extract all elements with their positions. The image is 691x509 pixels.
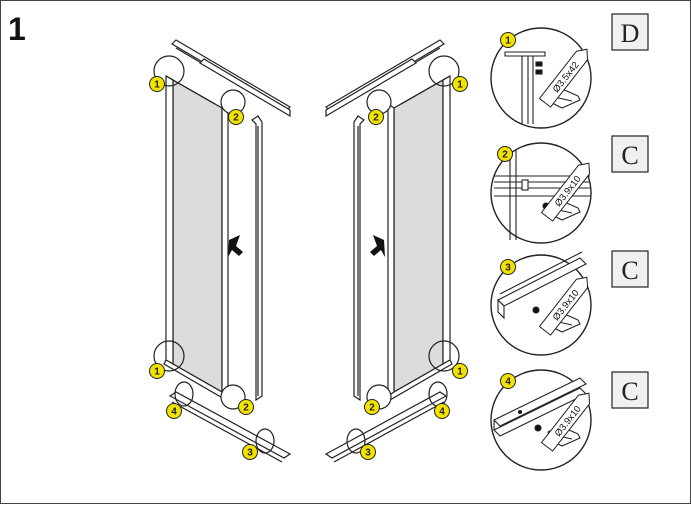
step-number: 1 bbox=[8, 11, 26, 47]
detail-2-number: 2 bbox=[502, 150, 508, 161]
detail-1-number: 1 bbox=[505, 36, 511, 47]
detail-4-number: 4 bbox=[505, 377, 511, 388]
callout-left-1-bottom: 1 bbox=[149, 363, 165, 379]
left-cabinet bbox=[163, 39, 292, 463]
svg-text:3: 3 bbox=[365, 448, 371, 459]
part-tag-1: D bbox=[621, 19, 640, 48]
svg-text:1: 1 bbox=[154, 80, 160, 91]
svg-text:1: 1 bbox=[457, 367, 463, 378]
callout-right-3: 3 bbox=[360, 444, 376, 460]
svg-text:1: 1 bbox=[154, 367, 160, 378]
callout-right-2-top: 2 bbox=[368, 109, 384, 125]
part-tag-3: C bbox=[621, 256, 638, 285]
detail-3-number: 3 bbox=[505, 263, 511, 274]
callout-right-1-bottom: 1 bbox=[452, 363, 468, 379]
svg-text:2: 2 bbox=[243, 403, 249, 414]
callout-right-4: 4 bbox=[434, 403, 450, 419]
callout-left-2-bottom: 2 bbox=[238, 399, 254, 415]
callout-left-2-top: 2 bbox=[228, 109, 244, 125]
detail-4: Ø3.9x10 4 C bbox=[490, 369, 649, 471]
cabinet-callouts: 1 2 1 2 4 3 1 2 1 2 4 3 bbox=[149, 76, 468, 460]
callout-left-3: 3 bbox=[242, 444, 258, 460]
svg-text:4: 4 bbox=[171, 407, 177, 418]
detail-3: Ø3.9x10 3 C bbox=[490, 250, 649, 356]
svg-text:2: 2 bbox=[233, 113, 239, 124]
callout-left-1-top: 1 bbox=[149, 76, 165, 92]
part-tag-2: C bbox=[621, 141, 638, 170]
detail-2: Ø3.9x10 2 C bbox=[490, 135, 649, 244]
callout-right-1-top: 1 bbox=[452, 76, 468, 92]
callout-right-2-bottom: 2 bbox=[364, 399, 380, 415]
svg-text:1: 1 bbox=[457, 80, 463, 91]
svg-text:2: 2 bbox=[369, 403, 375, 414]
detail-1: Ø3.5x42 1 D bbox=[490, 13, 649, 129]
callout-left-4: 4 bbox=[166, 403, 182, 419]
svg-text:3: 3 bbox=[247, 448, 253, 459]
svg-text:2: 2 bbox=[373, 113, 379, 124]
part-tag-4: C bbox=[621, 377, 638, 406]
svg-text:4: 4 bbox=[439, 407, 445, 418]
